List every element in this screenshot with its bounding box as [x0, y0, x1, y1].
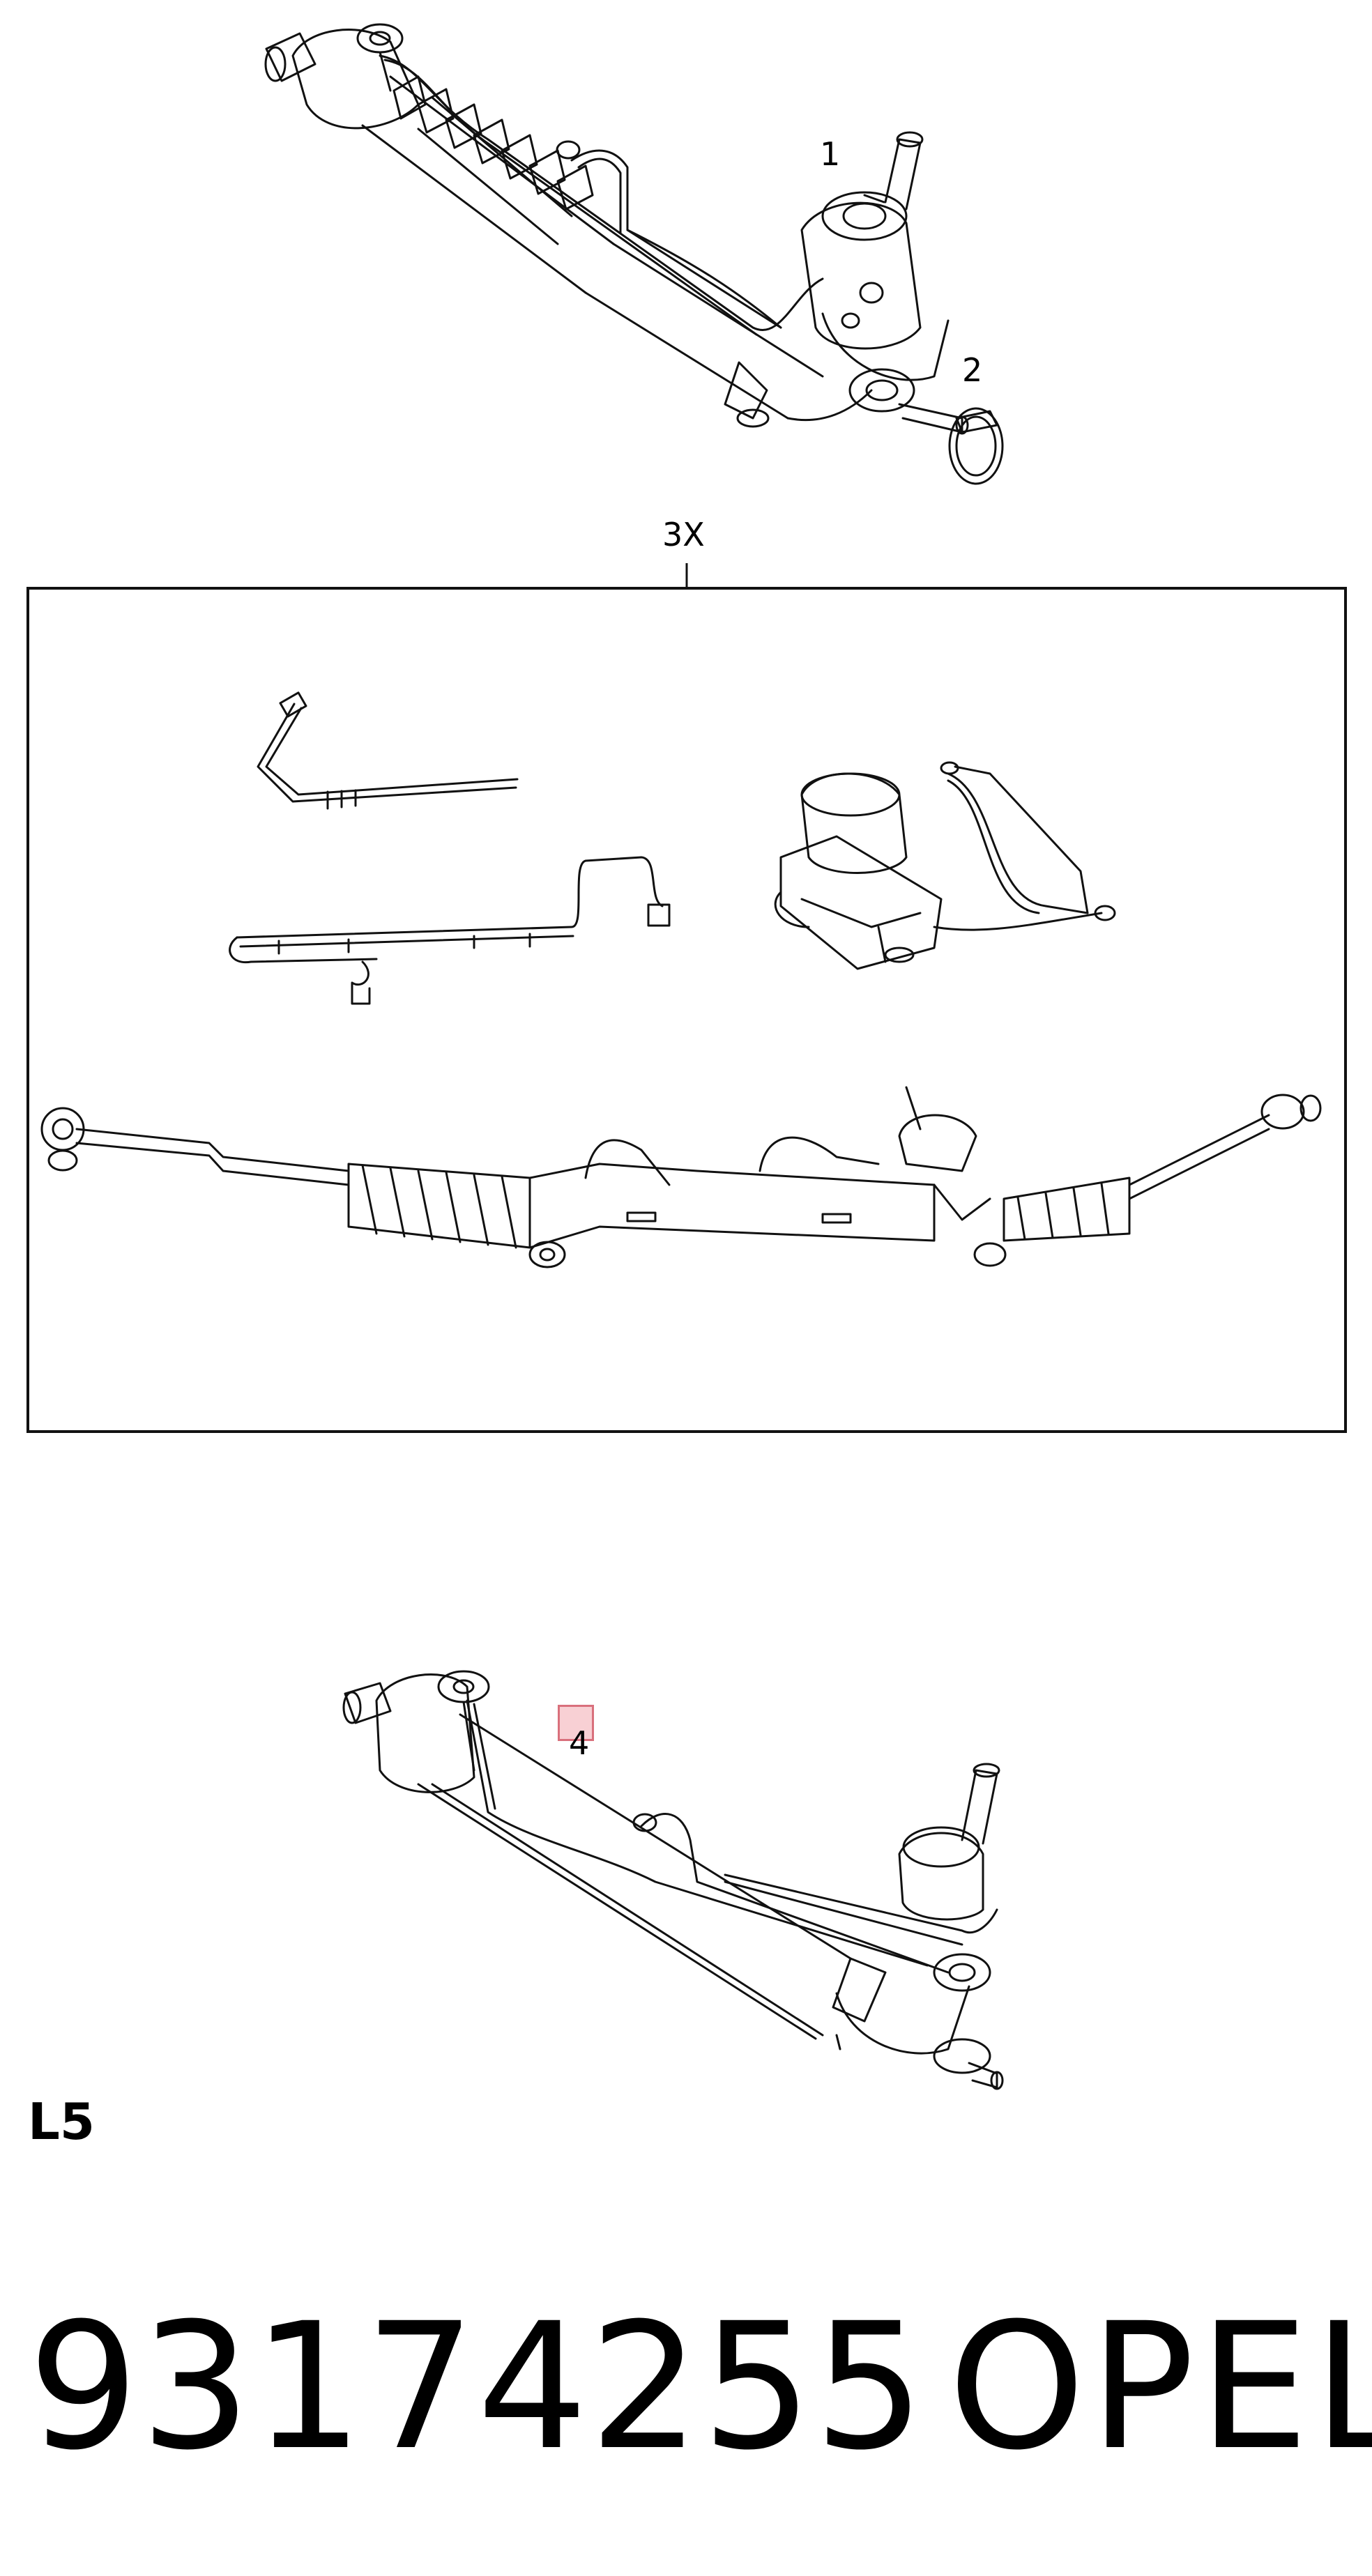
steering-rack-bottom-drawing — [342, 1670, 1004, 2090]
part-4-highlight[interactable] — [558, 1705, 594, 1741]
kit-frame — [26, 587, 1347, 1433]
kit-leader-line — [685, 563, 688, 587]
callout-part-4[interactable]: 4 — [569, 1724, 590, 1762]
steering-rack-top-drawing — [264, 23, 1004, 485]
callout-kit-3x[interactable]: 3X — [662, 516, 705, 553]
brand-name: OPEL — [948, 2285, 1372, 2488]
callout-part-1[interactable]: 1 — [820, 135, 841, 173]
callout-part-2[interactable]: 2 — [962, 351, 983, 389]
section-code: L5 — [28, 2092, 95, 2151]
part-number: 93174255 — [28, 2285, 927, 2488]
kit-components-drawing — [40, 691, 1322, 1268]
